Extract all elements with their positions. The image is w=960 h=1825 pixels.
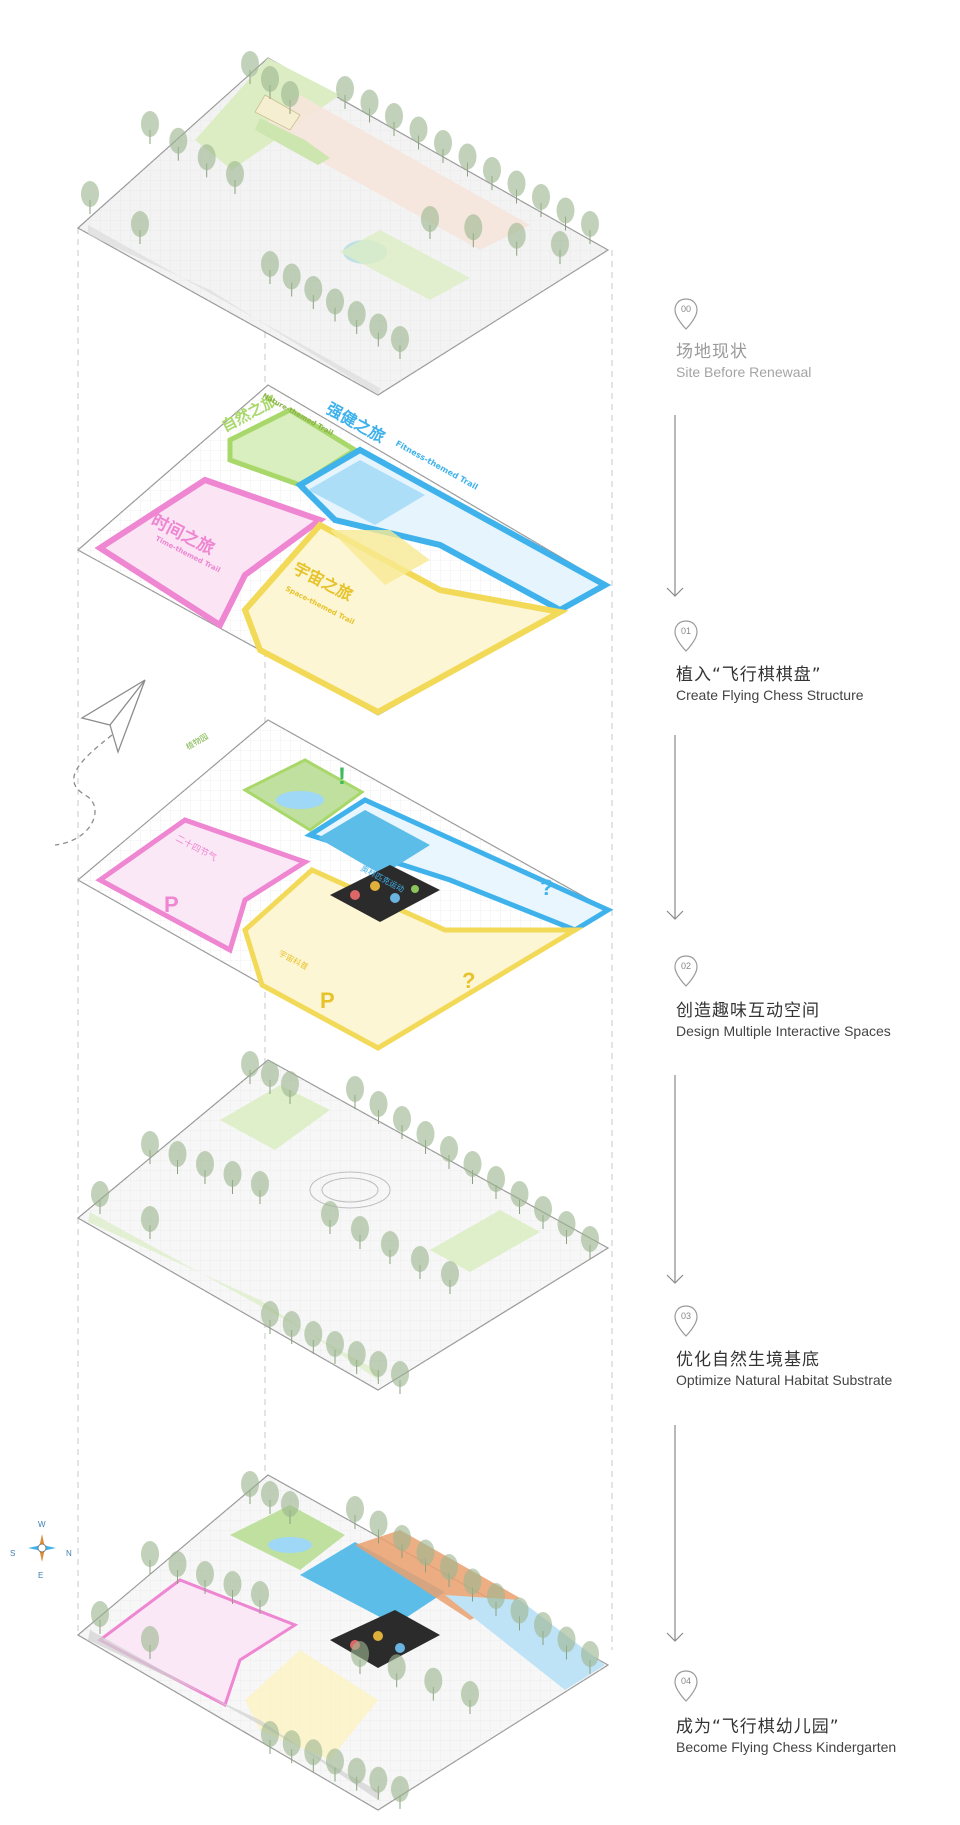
compass-s: S [10, 1549, 15, 1558]
step-pin-01: 01 [674, 620, 698, 652]
step-pin-03: 03 [674, 1305, 698, 1337]
board-markers: ! ? ? P P [164, 763, 553, 1013]
cosmos-board [330, 865, 440, 922]
tree-icon [80, 180, 100, 215]
step-title-cn: 场地现状 [676, 342, 748, 362]
step-title-en: Optimize Natural Habitat Substrate [676, 1372, 893, 1388]
paper-plane-icon [54, 679, 146, 846]
location-pin-icon [674, 620, 698, 652]
step-title-en: Site Before Renewaal [676, 364, 812, 380]
layer-02-interactive [54, 679, 614, 1051]
p-marker-yellow: P [320, 988, 335, 1013]
layer-01-chess-board [76, 384, 612, 716]
compass-e: E [38, 1571, 43, 1580]
layer-00-site [76, 57, 610, 396]
location-pin-icon [674, 298, 698, 330]
step-pin-04: 04 [674, 1670, 698, 1702]
step-pin-00: 00 [674, 298, 698, 330]
tree-icon [390, 1360, 410, 1395]
compass-labels: N S E W [10, 1520, 72, 1580]
step-number: 03 [680, 1311, 691, 1321]
question-marker-blue: ? [540, 875, 553, 900]
step-04-text: 成为“飞行棋幼儿园” Become Flying Chess Kindergar… [676, 1712, 960, 1755]
step-title-en: Design Multiple Interactive Spaces [676, 1023, 891, 1039]
tree-icon [140, 110, 160, 145]
step-number: 04 [680, 1676, 691, 1686]
step-title-cn: 创造趣味互动空间 [676, 1001, 820, 1021]
exclamation-marker: ! [338, 763, 346, 790]
step-arrows [666, 415, 684, 1642]
space-zone [241, 521, 569, 716]
step-number: 00 [680, 304, 691, 314]
step-00-text: 场地现状 Site Before Renewaal [676, 337, 960, 380]
layer-guide-lines [77, 90, 613, 1650]
solar-zone [95, 817, 311, 954]
step-01-text: 植入“飞行棋棋盘” Create Flying Chess Structure [676, 660, 960, 703]
compass-n: N [66, 1549, 72, 1558]
step-title-cn: 成为“飞行棋幼儿园” [676, 1717, 840, 1737]
step-title-cn: 植入“飞行棋棋盘” [676, 665, 822, 685]
cosmos-zone [242, 867, 585, 1051]
step-title-en: Create Flying Chess Structure [676, 687, 864, 703]
step-pin-02: 02 [674, 955, 698, 987]
time-zone [94, 476, 327, 630]
location-pin-icon [674, 1305, 698, 1337]
step-number: 01 [680, 626, 691, 636]
compass-rose-icon [28, 1534, 56, 1562]
layer-03-habitat [76, 1059, 610, 1391]
step-title-en: Become Flying Chess Kindergarten [676, 1739, 897, 1755]
step-title-cn: 优化自然生境基底 [676, 1350, 820, 1370]
location-pin-icon [674, 955, 698, 987]
step-number: 02 [680, 961, 691, 971]
step-02-text: 创造趣味互动空间 Design Multiple Interactive Spa… [676, 996, 960, 1039]
question-marker-yellow: ? [462, 968, 475, 993]
tree-icon [390, 1775, 410, 1810]
step-03-text: 优化自然生境基底 Optimize Natural Habitat Substr… [676, 1345, 960, 1388]
compass-w: W [38, 1520, 46, 1529]
p-marker-pink: P [164, 892, 179, 917]
location-pin-icon [674, 1670, 698, 1702]
plants-label: 植物园 [184, 731, 210, 752]
